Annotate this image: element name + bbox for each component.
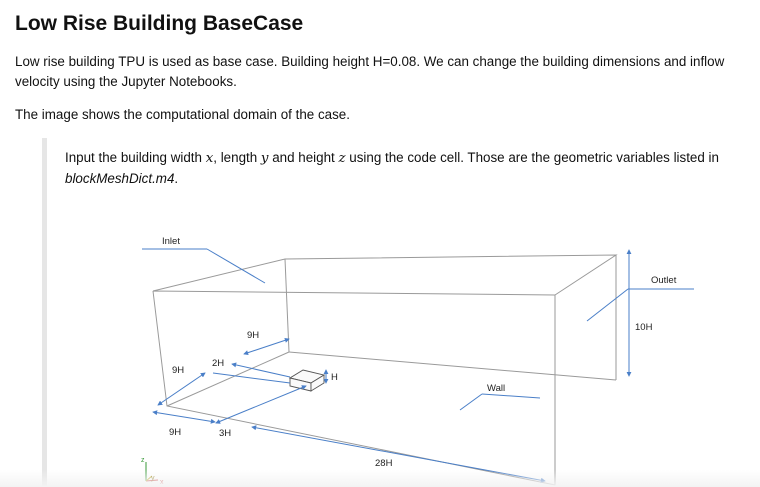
label-inlet: Inlet [162, 236, 180, 247]
label-side-9h: 9H [172, 365, 184, 376]
box-floor-left [166, 351, 290, 407]
dist-2h-dim [231, 362, 291, 378]
scroll-fade [0, 470, 760, 487]
filename: blockMeshDict.m4 [65, 171, 175, 186]
label-wall: Wall [487, 383, 505, 394]
wall-leader-h [481, 393, 541, 399]
label-2h: 2H [212, 358, 224, 369]
var-z: z [338, 151, 346, 166]
blockquote-text: Input the building width x, length y and… [65, 148, 745, 189]
box-back-bottom [288, 351, 617, 381]
inlet-leader-d [206, 248, 266, 284]
dist-2h-dim-2 [212, 372, 291, 384]
image-note-paragraph: The image shows the computational domain… [15, 107, 350, 122]
label-bottom-9h: 9H [169, 427, 181, 438]
var-x: x [205, 151, 214, 166]
label-building-h: H [331, 372, 338, 383]
label-10h: 10H [635, 322, 653, 333]
var-y: y [260, 151, 269, 166]
domain-box [152, 254, 618, 486]
top-9h-dim [243, 337, 290, 356]
label-3h: 3H [219, 428, 231, 439]
quote-after: using the code cell. Those are the geome… [345, 150, 719, 165]
wall-leader-d [459, 393, 483, 411]
box-back-vertical-left [284, 258, 290, 353]
quote-before: Input the building width [65, 150, 206, 165]
intro-paragraph: Low rise building TPU is used as base ca… [15, 54, 725, 89]
quote-sep1: , length [213, 150, 261, 165]
box-top-back [152, 254, 618, 296]
building [288, 369, 326, 392]
label-top-9h: 9H [247, 330, 259, 341]
blockquote [42, 138, 760, 487]
dist-3h-dim [215, 385, 307, 424]
side-9h-dim [157, 372, 206, 406]
label-28h: 28H [375, 458, 393, 469]
quote-sep2: and height [268, 150, 339, 165]
outlet-leader-d [586, 288, 629, 322]
bottom-9h-dim [152, 410, 216, 424]
dimension-lines [142, 248, 694, 483]
axis-z-label: z [141, 457, 145, 464]
quote-end: . [174, 171, 179, 186]
page-title: Low Rise Building BaseCase [15, 12, 304, 35]
label-outlet: Outlet [651, 275, 677, 286]
